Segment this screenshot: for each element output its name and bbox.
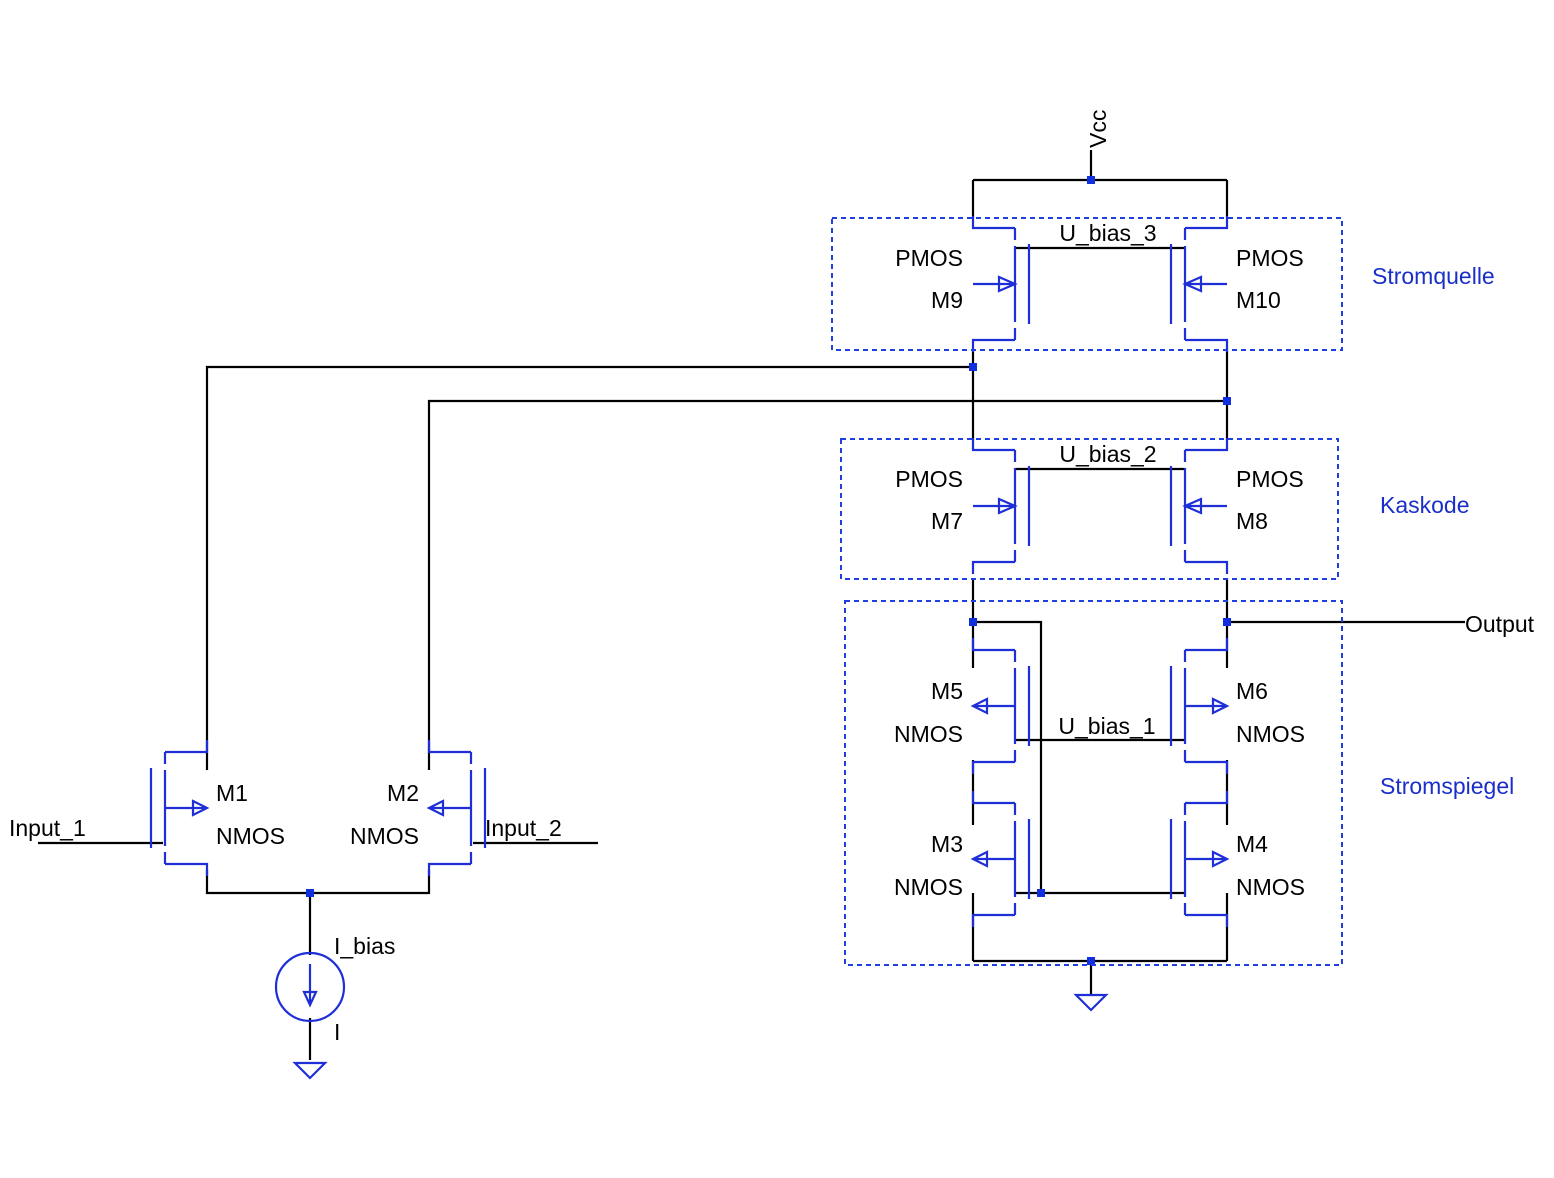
block-label-stromquelle: Stromquelle — [1372, 263, 1495, 289]
name-label-m7: M7 — [931, 508, 963, 534]
name-label-m2: M2 — [387, 780, 419, 806]
type-label-m10: PMOS — [1236, 245, 1304, 271]
name-label-m1: M1 — [216, 780, 248, 806]
transistor-m5 — [971, 636, 1031, 776]
current-source-value: I — [334, 1019, 340, 1045]
transistor-m8 — [1169, 436, 1229, 576]
ground-icon — [1073, 993, 1109, 1012]
type-label-m2: NMOS — [350, 823, 419, 849]
transistor-m2 — [427, 738, 487, 878]
net-label-u-bias-1: U_bias_1 — [1058, 713, 1155, 739]
name-label-m8: M8 — [1236, 508, 1268, 534]
type-label-m7: PMOS — [895, 466, 963, 492]
type-label-m1: NMOS — [216, 823, 285, 849]
transistor-m10 — [1169, 214, 1229, 354]
name-label-m10: M10 — [1236, 287, 1281, 313]
transistor-m9 — [971, 214, 1031, 354]
block-box-cascode — [840, 438, 1339, 580]
type-label-m3: NMOS — [894, 874, 963, 900]
type-label-m4: NMOS — [1236, 874, 1305, 900]
net-label-vcc: Vcc — [1085, 110, 1111, 148]
transistor-m3 — [971, 789, 1031, 929]
name-label-m9: M9 — [931, 287, 963, 313]
net-label-input-1: Input_1 — [9, 815, 86, 841]
block-label-kaskode: Kaskode — [1380, 492, 1470, 518]
type-label-m8: PMOS — [1236, 466, 1304, 492]
transistor-m4 — [1169, 789, 1229, 929]
net-label-output: Output — [1465, 611, 1535, 637]
current-source-name: I_bias — [334, 933, 395, 959]
ground-icon — [292, 1061, 328, 1080]
transistor-m7 — [971, 436, 1031, 576]
net-label-u-bias-2: U_bias_2 — [1059, 441, 1156, 467]
type-label-m9: PMOS — [895, 245, 963, 271]
type-label-m5: NMOS — [894, 721, 963, 747]
name-label-m3: M3 — [931, 831, 963, 857]
net-label-input-2: Input_2 — [485, 815, 562, 841]
transistor-m6 — [1169, 636, 1229, 776]
junction-nodes — [306, 176, 1231, 965]
name-label-m4: M4 — [1236, 831, 1268, 857]
current-source-icon — [274, 951, 346, 1023]
block-box-current-mirror — [844, 600, 1343, 966]
name-label-m6: M6 — [1236, 678, 1268, 704]
name-label-m5: M5 — [931, 678, 963, 704]
type-label-m6: NMOS — [1236, 721, 1305, 747]
transistor-m1 — [149, 738, 209, 878]
block-label-stromspiegel: Stromspiegel — [1380, 773, 1514, 799]
net-label-u-bias-3: U_bias_3 — [1059, 220, 1156, 246]
block-box-current-source — [831, 217, 1343, 351]
